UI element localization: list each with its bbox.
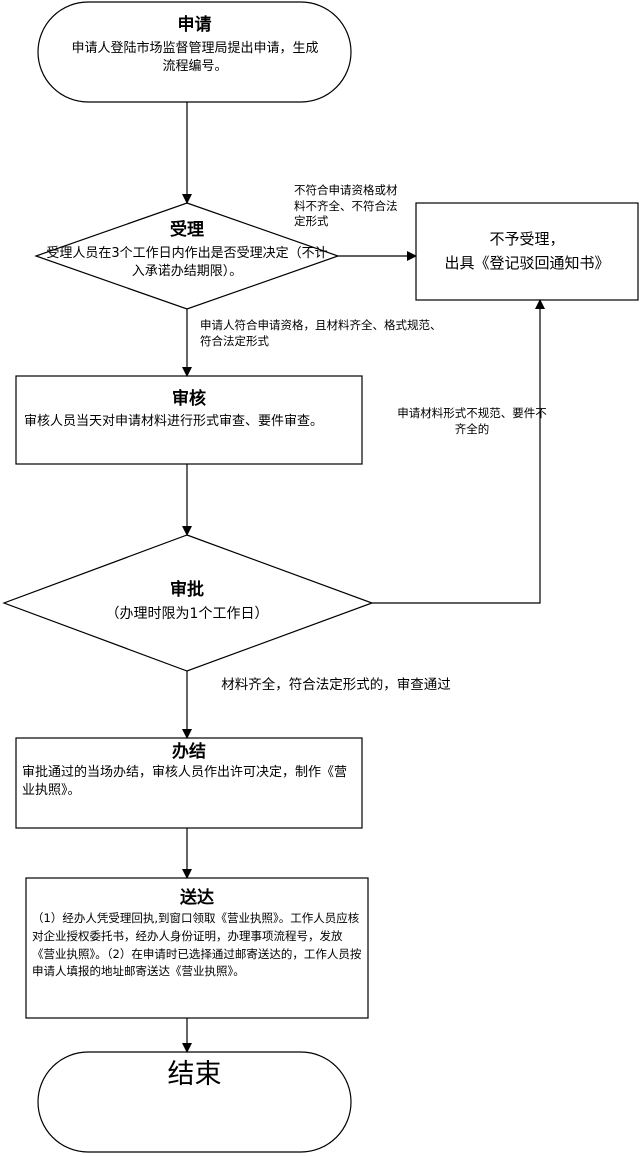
accept-body: 受理人员在3个工作日内作出是否受理决定（不计入承诺办结期限）。	[46, 246, 328, 279]
review-title: 审核	[172, 389, 206, 409]
reject-box-shape	[415, 202, 639, 301]
reject-line1: 不予受理，	[489, 230, 565, 248]
arrow-approve-to-reject	[372, 299, 545, 604]
complete-body: 审批通过的当场办结，审核人员作出许可决定，制作《营业执照》。	[22, 765, 348, 798]
apply-title: 申请	[177, 15, 212, 35]
complete-title: 办结	[172, 742, 206, 762]
reject-line2: 出具《登记驳回通知书》	[444, 254, 610, 272]
edge-label-not-qualified: 不符合申请资格或材料不齐全、不符合法定形式	[294, 183, 398, 229]
end-title: 结束	[167, 1059, 222, 1090]
review-body: 审核人员当天对申请材料进行形式审查、要件审查。	[24, 414, 324, 429]
apply-terminal-shape	[37, 1, 352, 103]
approve-decision-shape	[2, 534, 374, 672]
approve-body: （办理时限为1个工作日）	[105, 606, 269, 622]
edge-label-not-standard: 申请材料形式不规范、要件不齐全的	[397, 406, 547, 436]
review-box-shape	[15, 375, 363, 465]
deliver-body: （1）经办人凭受理回执,到窗口领取《营业执照》。工作人员应核对企业授权委托书，经…	[32, 911, 362, 979]
apply-body: 申请人登陆市场监督管理局提出申请，生成流程编号。	[71, 41, 319, 74]
deliver-title: 送达	[180, 888, 214, 908]
edge-label-approved: 材料齐全，符合法定形式的，审查通过	[221, 677, 451, 693]
approve-title: 审批	[170, 580, 204, 600]
deliver-box-shape	[25, 877, 369, 1019]
end-terminal-shape	[37, 1051, 352, 1153]
edge-label-qualified: 申请人符合申请资格，且材料齐全、格式规范、符合法定形式	[200, 318, 442, 348]
accept-title: 受理	[170, 220, 204, 240]
